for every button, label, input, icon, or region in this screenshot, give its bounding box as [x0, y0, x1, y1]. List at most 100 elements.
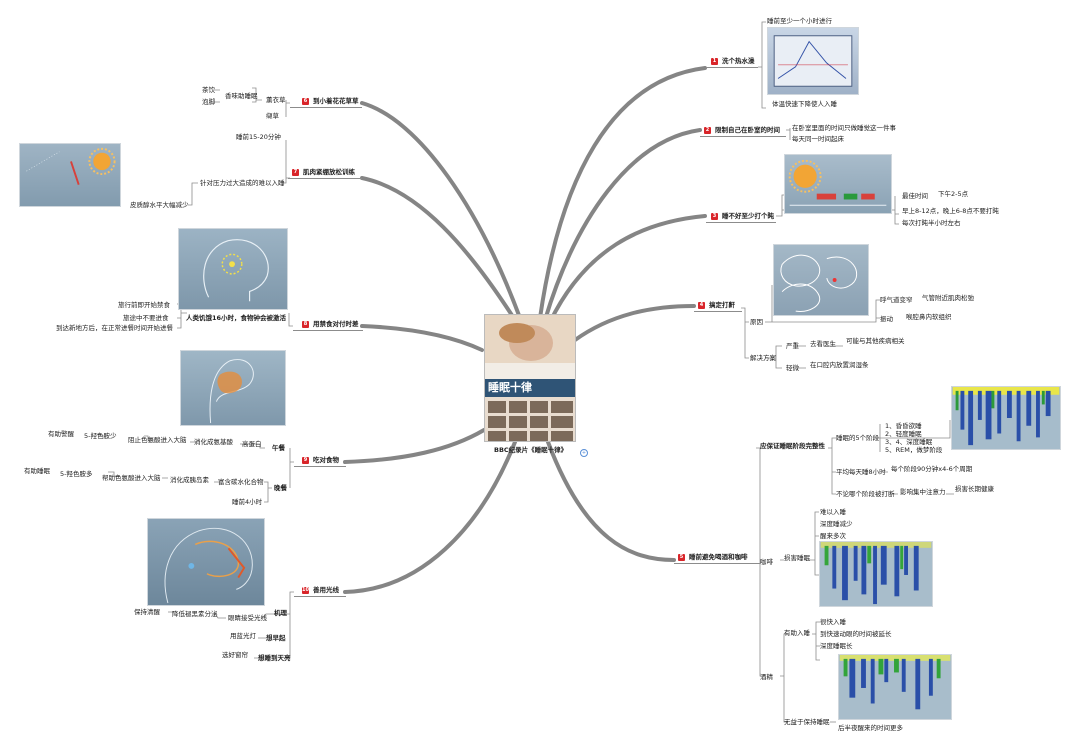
center-topic-title[interactable]: BBC纪录片《睡眠十律》 — [494, 446, 568, 454]
light-early: 想早起 — [266, 634, 286, 642]
food-lunch: 午餐 — [272, 444, 285, 452]
snore-solution: 解决方案 — [750, 354, 776, 362]
bath-chart-image — [767, 27, 859, 95]
food-carb: 富含碳水化合物 — [218, 478, 264, 486]
food-serotonin-more: 5-羟色胺多 — [60, 470, 93, 478]
coffee-item-2: 深度睡减少 — [820, 520, 853, 528]
branch-alcohol — [546, 440, 676, 562]
nap-best-label: 最佳时间 — [902, 192, 928, 200]
sleep-stage-chart-image — [951, 386, 1061, 450]
priority-badge-icon: 10 — [302, 586, 309, 594]
light-dawn: 想睡到天亮 — [258, 654, 291, 662]
sleep-focus: 影响集中注意力 — [900, 488, 946, 496]
wine-item-3: 深度睡眠长 — [820, 642, 853, 650]
jetlag-item-1: 旅行前即开始禁食 — [118, 301, 170, 309]
coffee-sleep-chart-image — [819, 541, 933, 607]
snore-cause: 原因 — [750, 318, 763, 326]
priority-badge-icon: 5 — [678, 553, 685, 561]
light-blue: 用蓝光灯 — [230, 632, 256, 640]
wine-bad-detail: 后半夜醒来的时间更多 — [838, 724, 903, 732]
food-sleep: 有助睡眠 — [24, 467, 50, 475]
priority-badge-icon: 8 — [302, 320, 309, 328]
coffee-harm: 损害睡眠 — [784, 554, 810, 562]
lavender-aroma: 香味助睡眠 — [225, 92, 258, 100]
priority-badge-icon: 4 — [698, 301, 705, 309]
priority-badge-icon: 6 — [302, 97, 309, 105]
cover-title: 睡眠十律 — [488, 381, 532, 394]
bath-note: 睡前至少一个小时进行 — [767, 17, 832, 25]
priority-badge-icon: 2 — [704, 126, 711, 134]
branch-food — [343, 428, 486, 464]
light-eye: 眼睛接受光线 — [228, 614, 267, 622]
snore-doctor-detail: 可能与其他疾病相关 — [846, 337, 905, 345]
sleep-stage-3: 3、4、深度睡眠 — [885, 438, 933, 446]
center-book-cover[interactable]: 睡眠十律 — [484, 314, 576, 442]
food-stomach-image — [180, 350, 286, 426]
snore-airway-image — [773, 244, 869, 316]
food-protein: 高蛋白 — [242, 440, 262, 448]
sleep-stages-label: 睡眠的5个阶段 — [836, 434, 880, 442]
coffee-item-1: 难以入睡 — [820, 508, 846, 516]
food-serotonin-less: 5-羟色胺少 — [84, 432, 117, 440]
jetlag-main: 人类饥饿16小时，食物钟会被激活 — [186, 314, 287, 322]
sleep-stage-5: 5、REM，做梦阶段 — [885, 446, 943, 454]
sleep-stage-2: 2、轻度睡眠 — [885, 430, 922, 438]
branch-light — [343, 440, 517, 594]
jetlag-item-2: 旅途中不要进食 — [123, 314, 169, 322]
branch-flower — [360, 101, 522, 320]
branch-snore — [573, 304, 696, 342]
muscle-time: 睡前15-20分钟 — [236, 133, 281, 141]
jetlag-item-3: 到达新地方后，在正常进餐时间开始进餐 — [56, 324, 173, 332]
snore-doctor: 去看医生 — [810, 340, 836, 348]
food-dinner: 晚餐 — [274, 484, 287, 492]
bedroom-note-2: 每天同一时间起床 — [792, 135, 844, 143]
branch-bedroom — [543, 128, 702, 322]
food-digest-insulin: 消化成胰岛素 — [170, 476, 209, 484]
sleep-stage-1: 1、昏昏欲睡 — [885, 422, 922, 430]
coffee-item-3: 醒来多次 — [820, 532, 846, 540]
snore-mild: 轻微 — [786, 364, 799, 372]
light-reduce: 降低褪黑素分泌 — [172, 610, 218, 618]
sleep-interrupt: 不论哪个阶段被打断 — [836, 490, 895, 498]
wine-label: 酒精 — [760, 673, 773, 681]
jetlag-brain-image — [178, 228, 288, 310]
light-brain-image — [147, 518, 265, 606]
snore-narrow-detail: 气管附近肌肉松弛 — [922, 294, 974, 302]
wine-help: 有助入睡 — [784, 629, 810, 637]
branch-bath — [538, 66, 707, 320]
wine-bad: 无益于保持睡眠 — [784, 718, 830, 726]
snore-severe: 严重 — [786, 342, 799, 350]
nap-best-time: 下午2-5点 — [938, 190, 969, 198]
priority-badge-icon: 7 — [292, 168, 299, 176]
snore-vibrate-detail: 喉腔鼻内软组织 — [906, 313, 952, 321]
food-digest-amino: 消化成氨基酸 — [194, 438, 233, 446]
priority-badge-icon: 9 — [302, 456, 309, 464]
valerian: 缬草 — [266, 112, 279, 120]
nap-avoid: 早上8-12点，晚上6-8点不要打盹 — [902, 207, 999, 215]
nap-sun-image — [784, 154, 892, 214]
bath-caption: 体温快速下降使人入睡 — [772, 100, 837, 108]
food-before: 睡前4小时 — [232, 498, 263, 506]
coffee-label: 咖啡 — [760, 558, 773, 566]
sleep-cycles: 每个阶段90分钟x4-6个周期 — [891, 465, 973, 473]
sleep-health: 损害长期健康 — [955, 485, 994, 493]
lavender-foot: 泡脚 — [202, 98, 215, 106]
cover-image — [485, 315, 575, 441]
muscle-target: 针对压力过大造成的难以入睡 — [200, 179, 285, 187]
muscle-sun-image — [19, 143, 121, 207]
wine-item-2: 到快速动眼的时间被延长 — [820, 630, 892, 638]
snore-narrow: 呼气道变窄 — [880, 296, 913, 304]
branch-muscle — [360, 176, 517, 322]
expand-icon[interactable]: + — [580, 449, 588, 457]
